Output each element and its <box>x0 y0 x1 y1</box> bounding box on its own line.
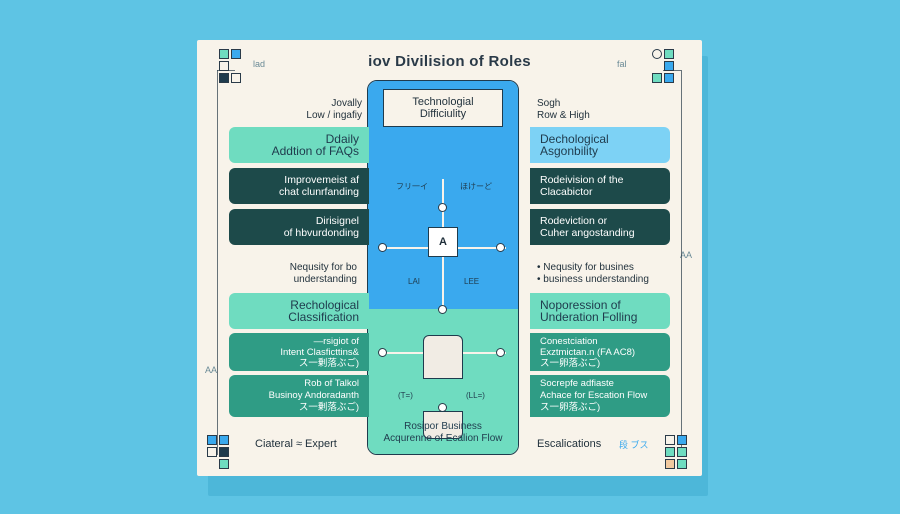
row-text: Noporession of <box>540 298 621 312</box>
row-text: Improvemeist af <box>284 174 359 186</box>
grid-icon-top-left <box>219 49 247 89</box>
center-caption-low-left: (T=) <box>398 391 413 400</box>
left-row-classification: Rechological Classification <box>229 293 369 329</box>
right-row-understanding-revision: Rodeviction or Cuher angostanding <box>530 209 670 245</box>
right-footer: Escalications <box>537 438 602 450</box>
row-text: Rodeviction or <box>540 215 608 227</box>
row-text: ス一剰落ぶご) <box>298 402 359 413</box>
center-header-line: Technologial <box>412 96 474 108</box>
row-text: Intent Clasficttins& <box>280 346 359 358</box>
center-caption-mid-left: LAI <box>408 277 421 286</box>
left-guide-line <box>217 70 218 455</box>
center-caption-mid-right: LEE <box>464 277 480 286</box>
row-text: Businoy Andoradanth <box>268 390 359 401</box>
row-text: • Nequsity for busines <box>537 262 634 273</box>
row-text: Nequsity for bo <box>289 262 357 273</box>
diagram-title: iov Divilision of Roles <box>368 53 531 70</box>
right-row-necessity: • Nequsity for busines • business unders… <box>537 262 672 286</box>
right-axis-label-line: Row & High <box>537 110 590 121</box>
row-text: understanding <box>293 274 357 285</box>
right-row-escalation-flow: Socrepfe adfiaste Achace for Escation Fl… <box>530 375 670 417</box>
connector-node <box>438 305 447 314</box>
grid-icon-top-right <box>652 49 680 89</box>
row-text: Exztmictan.n (FA AC8) <box>540 346 636 358</box>
row-text: Rodeivision of the <box>540 174 624 186</box>
left-row-daily-faqs: Ddaily Addtion of FAQs <box>229 127 369 163</box>
right-axis-label: Sogh Row & High <box>537 98 647 122</box>
row-text: Conestciation <box>540 335 598 347</box>
left-axis-label-line: Low / ingafiy <box>306 110 362 121</box>
row-text: —rsigiot of <box>313 335 359 347</box>
center-role-box: A <box>428 227 458 257</box>
left-row-business-understanding: Rob of Talkol Businoy Andoradanth ス一剰落ぶご… <box>229 375 369 417</box>
row-text: Asgonbility <box>540 144 599 158</box>
corner-label-top-right: fal <box>617 59 627 69</box>
right-row-classifier-revision: Rodeivision of the Clacabictor <box>530 168 670 204</box>
corner-label-top-left: lad <box>253 59 266 69</box>
row-text: ス一卵落ぶご) <box>540 402 601 413</box>
left-row-necessity: Nequsity for bo understanding <box>237 262 357 286</box>
grid-icon-bottom-left <box>207 435 237 471</box>
row-text: Rechological <box>290 298 359 312</box>
right-row-extraction: Conestciation Exztmictan.n (FA AC8) ス一卵落… <box>530 333 670 371</box>
connector-node <box>496 348 505 357</box>
row-text: Rob of Talkol <box>304 378 359 389</box>
row-text: Underation Folling <box>540 310 638 324</box>
center-caption-top-right: ほけーど <box>460 182 492 191</box>
corner-label-right-mid: AA <box>680 250 693 260</box>
right-axis-label-line: Sogh <box>537 98 561 109</box>
left-footer: Ciateral ≈ Expert <box>255 438 337 450</box>
row-text: Ddaily <box>325 132 359 146</box>
row-text: Socrepfe adfiaste <box>540 378 614 389</box>
center-caption-low-right: (LL=) <box>466 391 485 400</box>
center-header-line: Difficiulity <box>419 108 467 120</box>
left-row-chat-improvement: Improvemeist af chat clunrfanding <box>229 168 369 204</box>
row-text: Dechological <box>540 132 609 146</box>
center-column: Technologial Difficiulity フリ一イ ほけーど A LA… <box>367 80 519 455</box>
center-header: Technologial Difficiulity <box>383 89 503 127</box>
center-footer-line: Rosipor Business <box>404 421 482 432</box>
center-footer-line: Acqurenne of Ecalion Flow <box>383 433 503 444</box>
row-text: Clacabictor <box>540 186 593 198</box>
row-text: Dirisignel <box>315 215 359 227</box>
connector-node <box>496 243 505 252</box>
row-text: Achace for Escation Flow <box>540 390 648 401</box>
right-guide-line <box>681 70 682 455</box>
upper-scroll-shape <box>423 335 463 379</box>
row-text: ス一卵落ぶご) <box>540 357 601 369</box>
center-footer: Rosipor Business Acqurenne of Ecalion Fl… <box>368 412 518 454</box>
grid-icon-bottom-right <box>665 435 695 471</box>
row-text: Classification <box>288 310 359 324</box>
left-row-design: Dirisignel of hbvurdonding <box>229 209 369 245</box>
connector-node <box>378 348 387 357</box>
lower-scroll-shape <box>423 411 463 439</box>
center-caption-top-left: フリ一イ <box>396 182 428 191</box>
row-text: Cuher angostanding <box>540 227 635 239</box>
left-axis-label: Jovally Low / ingafiy <box>257 98 362 122</box>
connector-node <box>378 243 387 252</box>
left-row-intent-classification: —rsigiot of Intent Clasficttins& ス一剰落ぶご) <box>229 333 369 371</box>
right-row-technological-ability: Dechological Asgonbility <box>530 127 670 163</box>
row-text: • business understanding <box>537 274 649 285</box>
connector-node <box>438 203 447 212</box>
diagram-board: iov Divilision of Roles lad fal AA AA <box>197 40 702 476</box>
right-row-operation-following: Noporession of Underation Folling <box>530 293 670 329</box>
row-text: ス一剰落ぶご) <box>298 357 359 369</box>
row-text: Addtion of FAQs <box>271 144 359 158</box>
corner-label-left-mid: AA <box>205 365 218 375</box>
row-text: of hbvurdonding <box>283 227 359 239</box>
right-footer-small: 段 ブス <box>619 440 649 450</box>
left-axis-label-line: Jovally <box>331 98 362 109</box>
row-text: chat clunrfanding <box>279 186 359 198</box>
